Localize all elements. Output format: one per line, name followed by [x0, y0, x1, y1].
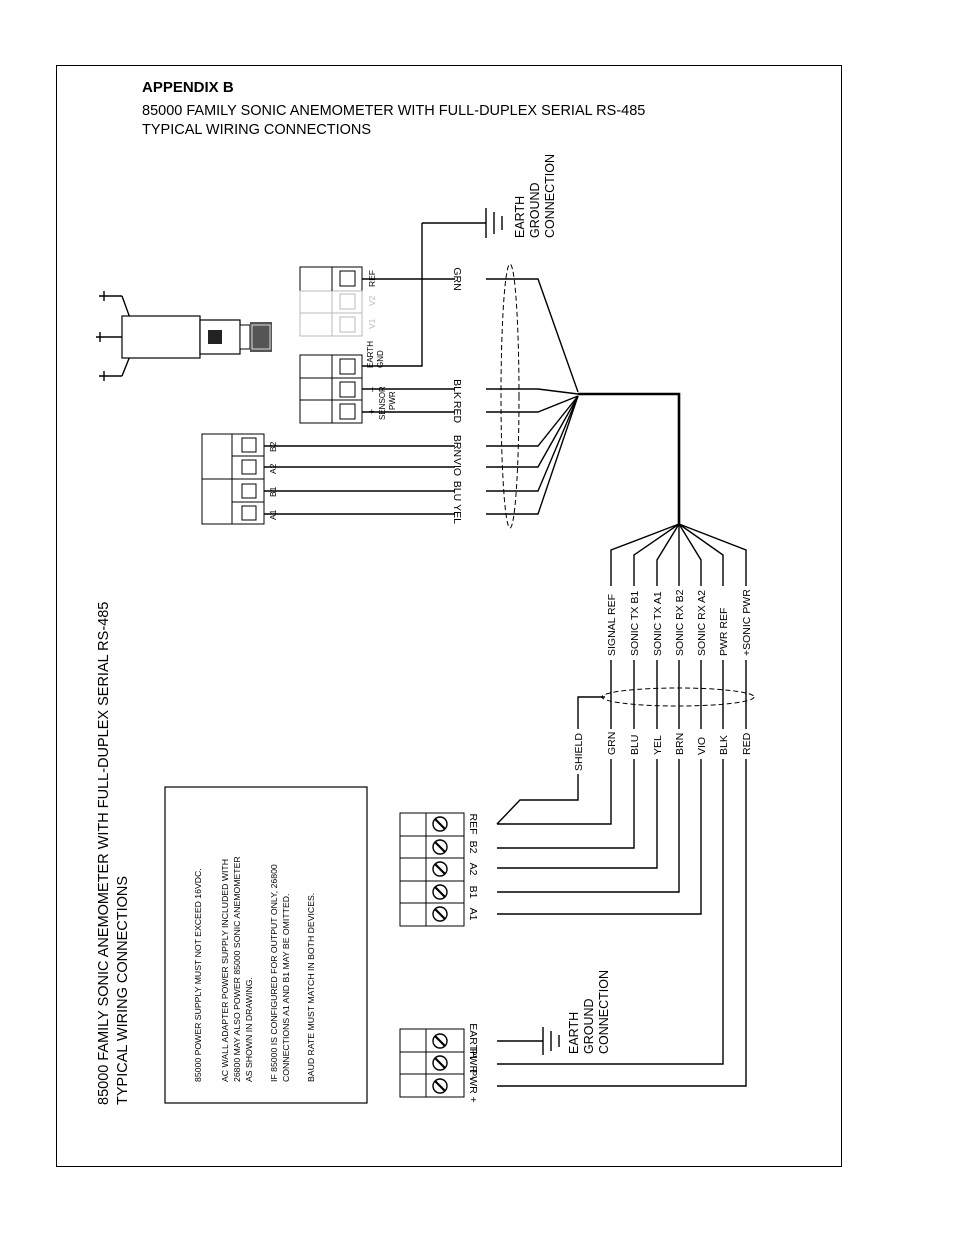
screw-slot-icon: [434, 1057, 446, 1069]
terminal-label-v1: V1: [367, 318, 377, 329]
device-terminal-label-a2: A2: [467, 863, 479, 876]
terminal-label-gnd: GND: [376, 350, 385, 368]
wire-label-blk: BLK: [451, 379, 463, 399]
cable-wires-lower: [577, 660, 755, 729]
earth-ground-label-bottom-1: EARTH: [567, 1012, 581, 1054]
power-terminal-label-earth: EARTH: [467, 1023, 479, 1058]
note-4: BAUD RATE MUST MATCH IN BOTH DEVICES.: [306, 893, 316, 1082]
page-frame: [56, 65, 842, 1167]
device-terminal-label-a1: A1: [467, 908, 479, 921]
terminal-label-sensor: SENSOR: [378, 386, 387, 420]
screw-slot-icon: [434, 1035, 446, 1047]
device-screw-icons: [432, 816, 448, 922]
cable-fanout: [610, 523, 747, 586]
device-terminal-label-ref: REF: [467, 814, 479, 835]
earth-ground-label-bottom-3: CONNECTION: [597, 970, 611, 1054]
rotated-title-line1: 85000 FAMILY SONIC ANEMOMETER WITH FULL-…: [96, 602, 112, 1105]
screw-slot-icon: [434, 1080, 446, 1092]
diagram-title-line2: TYPICAL WIRING CONNECTIONS: [142, 122, 372, 138]
anemometer-icon: [96, 291, 272, 381]
signal-label-signal-ref: SIGNAL REF: [606, 594, 618, 656]
sensor-wires: [264, 263, 681, 529]
color-label-yel: YEL: [652, 735, 664, 755]
earth-gnd-wire: [362, 223, 423, 367]
signal-label-sonic-tx-a1: SONIC TX A1: [652, 591, 664, 656]
screw-slot-icon: [434, 841, 446, 853]
screw-slot-icon: [434, 908, 446, 920]
signal-label-sonic-tx-b1: SONIC TX B1: [629, 591, 641, 656]
power-screw-icons: [432, 1033, 448, 1094]
device-terminal-label-b2: B2: [467, 841, 479, 854]
color-label-shield: SHIELD: [573, 733, 585, 771]
device-terminal-label-b1: B1: [467, 886, 479, 899]
color-label-grn: GRN: [606, 732, 618, 755]
terminal-label-a2: A2: [268, 463, 278, 474]
signal-label-sonic-rx-a2: SONIC RX A2: [696, 590, 708, 656]
screw-slot-icon: [434, 863, 446, 875]
wire-label-blu: BLU: [451, 481, 463, 501]
earth-ground-label-top-1: EARTH: [513, 196, 527, 238]
wire-label-red: RED: [451, 401, 463, 424]
note-1: 85000 POWER SUPPLY MUST NOT EXCEED 16VDC…: [193, 868, 203, 1082]
signal-label-pwr-ref: PWR REF: [718, 608, 730, 656]
color-label-blu: BLU: [629, 735, 641, 755]
color-label-vio: VIO: [696, 737, 708, 755]
wire-label-brn: BRN: [451, 435, 463, 457]
terminal-label-pwr: PWR: [388, 391, 397, 410]
screw-slot-icon: [434, 886, 446, 898]
device-wires: [496, 759, 747, 1087]
earth-ground-label-bottom-2: GROUND: [582, 998, 596, 1054]
sensor-terminal-block-lower: [299, 354, 363, 424]
sensor-terminal-block-serial: [201, 433, 265, 525]
device-terminal-block: [399, 812, 465, 927]
earth-ground-label-top-3: CONNECTION: [543, 154, 557, 238]
terminal-label-earth: EARTH: [366, 341, 375, 368]
rotated-title-line2: TYPICAL WIRING CONNECTIONS: [115, 876, 131, 1105]
terminal-label-v2: V2: [367, 295, 377, 306]
note-3-line2: CONNECTIONS A1 AND B1 MAY BE OMITTED.: [281, 894, 291, 1082]
wire-label-yel: YEL: [451, 504, 463, 524]
note-3-line1: IF 85000 IS CONFIGURED FOR OUTPUT ONLY, …: [269, 864, 279, 1082]
earth-ground-icon-bottom: [497, 1027, 560, 1055]
sensor-terminal-block-upper: [299, 266, 363, 337]
color-label-brn: BRN: [674, 733, 686, 755]
wire-label-grn: GRN: [451, 267, 463, 290]
note-2-line2: 26800 MAY ALSO POWER 85000 SONIC ANEMOME…: [232, 856, 242, 1082]
note-2-line3: AS SHOWN IN DRAWING.: [244, 977, 254, 1082]
wire-label-vio: VIO: [451, 458, 463, 476]
earth-ground-label-top-2: GROUND: [528, 182, 542, 238]
signal-label-sonic-pwr: +SONIC PWR: [741, 589, 753, 656]
power-terminal-block: [399, 1028, 465, 1098]
earth-ground-icon-top: [422, 208, 503, 238]
diagram-title-line1: 85000 FAMILY SONIC ANEMOMETER WITH FULL-…: [142, 103, 646, 119]
power-terminal-label-pwr-minus: PWR -: [467, 1049, 479, 1080]
note-2-line1: AC WALL ADAPTER POWER SUPPLY INCLUDED WI…: [220, 859, 230, 1082]
power-terminal-label-pwr-plus: PWR +: [467, 1069, 479, 1103]
color-label-red: RED: [741, 732, 753, 755]
screw-slot-icon: [434, 818, 446, 830]
notes-box: [164, 786, 368, 1104]
color-label-blk: BLK: [718, 735, 730, 755]
appendix-title: APPENDIX B: [142, 79, 234, 96]
signal-label-sonic-rx-b2: SONIC RX B2: [674, 589, 686, 656]
